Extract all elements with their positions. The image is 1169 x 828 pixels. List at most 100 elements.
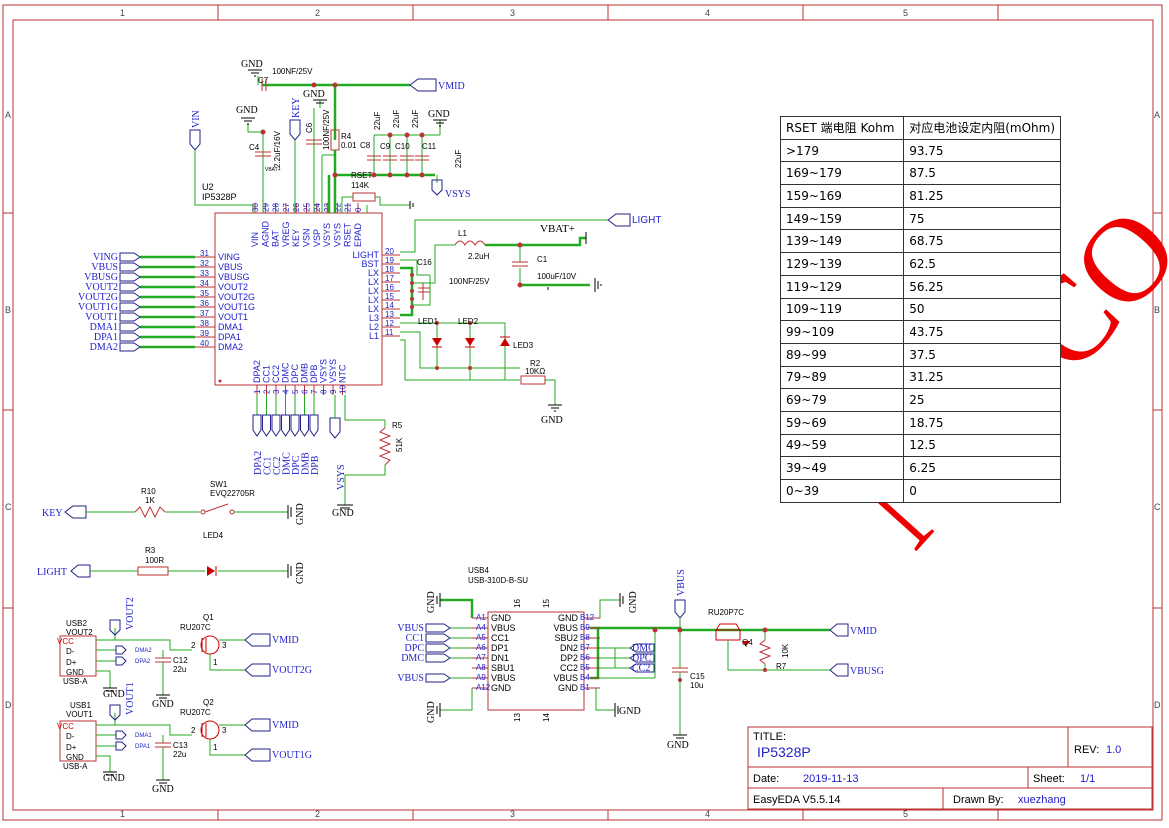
drawn-value: xuezhang xyxy=(1018,794,1066,806)
usb4-right-pin-name: CC2 xyxy=(560,663,578,673)
u2-left-pin-name: VBUSG xyxy=(218,272,250,282)
usb4-pin-15: 15 xyxy=(542,599,551,608)
usb4-value: USB-310D-B-SU xyxy=(468,576,528,585)
vsys-label: VSYS xyxy=(336,464,347,490)
net-port-arrow xyxy=(119,342,141,352)
usb4-left-pin-id: A5 xyxy=(476,633,486,642)
u2-right-pin-num: 15 xyxy=(385,292,394,301)
usb2-pin-dm: D- xyxy=(66,647,75,656)
usb1-pin-dm: D- xyxy=(66,732,75,741)
grid-col-1: 1 xyxy=(120,8,125,18)
r3-value: 100R xyxy=(145,556,164,565)
u2-right-pin-num: 20 xyxy=(385,247,394,256)
key-switch-labels: R10 1K SW1 EVQ22705R xyxy=(141,480,255,505)
grid-row-d: D xyxy=(5,700,12,710)
tool-label: EasyEDA V5.5.14 xyxy=(753,794,840,806)
usb1-pin-dp: D+ xyxy=(66,743,77,752)
q2-value: RU207C xyxy=(180,708,211,717)
c8-value: 22uF xyxy=(373,112,382,130)
q1-pin-2: 2 xyxy=(191,641,196,650)
rset-range-cell: 149~159 xyxy=(779,206,905,231)
usb4-left-pin-name: DP1 xyxy=(491,643,509,653)
q4-ref: Q4 xyxy=(742,638,753,647)
usb1-type: USB-A xyxy=(63,762,88,771)
gnd-label: GND xyxy=(236,105,258,116)
dpa2-label: DPA2 xyxy=(135,659,151,665)
sheet-frame xyxy=(2,4,1163,821)
key-label: KEY xyxy=(42,508,63,519)
u2-left-pin-name: VOUT1 xyxy=(218,312,248,322)
sheet-value: 1/1 xyxy=(1080,773,1095,785)
usb1-block xyxy=(59,704,271,784)
net-port-arrow xyxy=(252,414,262,437)
r7-value: 10K xyxy=(781,643,790,658)
usb2-pin-dp: D+ xyxy=(66,658,77,667)
u2-left-pin-num: 40 xyxy=(200,339,209,348)
u2-bottom-pin-num: 10 xyxy=(339,385,348,394)
internal-resistance-cell: 56.25 xyxy=(903,274,1061,299)
key-switch-row: KEY xyxy=(42,503,292,519)
u2-top-pin-num: 0 xyxy=(354,207,363,212)
u2-bottom-pin-name: VSYS xyxy=(319,359,329,383)
dma1-label: DMA1 xyxy=(135,733,152,739)
vout2-label: VOUT2 xyxy=(125,597,136,630)
rev-label: REV: xyxy=(1074,744,1099,756)
gnd-label: GND xyxy=(152,784,174,795)
grid-col-3: 3 xyxy=(510,8,515,18)
u2-top-pin-name: VSN xyxy=(302,228,312,247)
usb4-left-net-label: DPC xyxy=(405,643,425,654)
vsys-label: VSYS xyxy=(445,189,471,200)
net-port-arrow xyxy=(119,322,141,332)
usb4-right-pin-id: B1 xyxy=(580,683,590,692)
vout2g-label: VOUT2G xyxy=(272,665,312,676)
u2-bottom-pin-name: DMB xyxy=(300,363,310,383)
u2-left-pin-name: DPA1 xyxy=(218,332,241,342)
r7-ref: R7 xyxy=(776,662,787,671)
c12-ref: C12 xyxy=(173,656,188,665)
u2-top-pin-name: VSYS xyxy=(332,223,342,247)
sheet-label: Sheet: xyxy=(1033,773,1065,785)
usb4-right-pin-id: B5 xyxy=(580,663,590,672)
u2-ref: U2 xyxy=(202,182,214,192)
usb1-pin-vcc: VCC xyxy=(57,722,74,731)
net-port-arrow xyxy=(425,653,451,663)
c10-ref: C10 xyxy=(395,142,410,151)
q1-value: RU207C xyxy=(180,623,211,632)
net-port-arrow xyxy=(425,643,451,653)
vbusg-label: VBUSG xyxy=(850,666,884,677)
title-block xyxy=(747,726,1153,810)
c13-ref: C13 xyxy=(173,741,188,750)
net-port-arrow xyxy=(300,414,309,437)
vin-label: VIN xyxy=(191,110,202,128)
u2-right-pin-name: LX xyxy=(368,277,379,287)
gnd-label: GND xyxy=(428,109,450,120)
net-port-arrow xyxy=(119,272,141,282)
u2-bottom-pin-num: 2 xyxy=(263,389,272,394)
net-port-arrow xyxy=(425,623,451,633)
q1-ref: Q1 xyxy=(203,613,214,622)
usb4-left-pin-id: A4 xyxy=(476,623,486,632)
gnd-label: GND xyxy=(619,706,641,717)
grid-col-5: 5 xyxy=(903,8,908,18)
u2-right-pin-num: 19 xyxy=(385,256,394,265)
c4-value: 2.2uF/16V xyxy=(273,130,282,168)
u2-bottom-net-label: CC2 xyxy=(272,457,283,475)
rset-ref: RSET xyxy=(351,171,372,180)
grid-labels: 1 2 3 4 5 1 2 3 4 5 A B C D A B C D xyxy=(5,8,1161,819)
internal-resistance-cell: 50 xyxy=(903,297,1061,322)
gnd-label: GND xyxy=(667,740,689,751)
internal-resistance-cell: 68.75 xyxy=(903,229,1061,254)
u2-right-pin-name: L3 xyxy=(369,313,379,323)
u2-left-net-label: DPA1 xyxy=(94,332,118,343)
r4-ref: R4 xyxy=(341,132,352,141)
u2-right-pin-name: L1 xyxy=(369,331,379,341)
rset-range-cell: 99~109 xyxy=(779,320,905,344)
usb4-ref: USB4 xyxy=(468,566,489,575)
u2-left-pin-num: 36 xyxy=(200,299,209,308)
